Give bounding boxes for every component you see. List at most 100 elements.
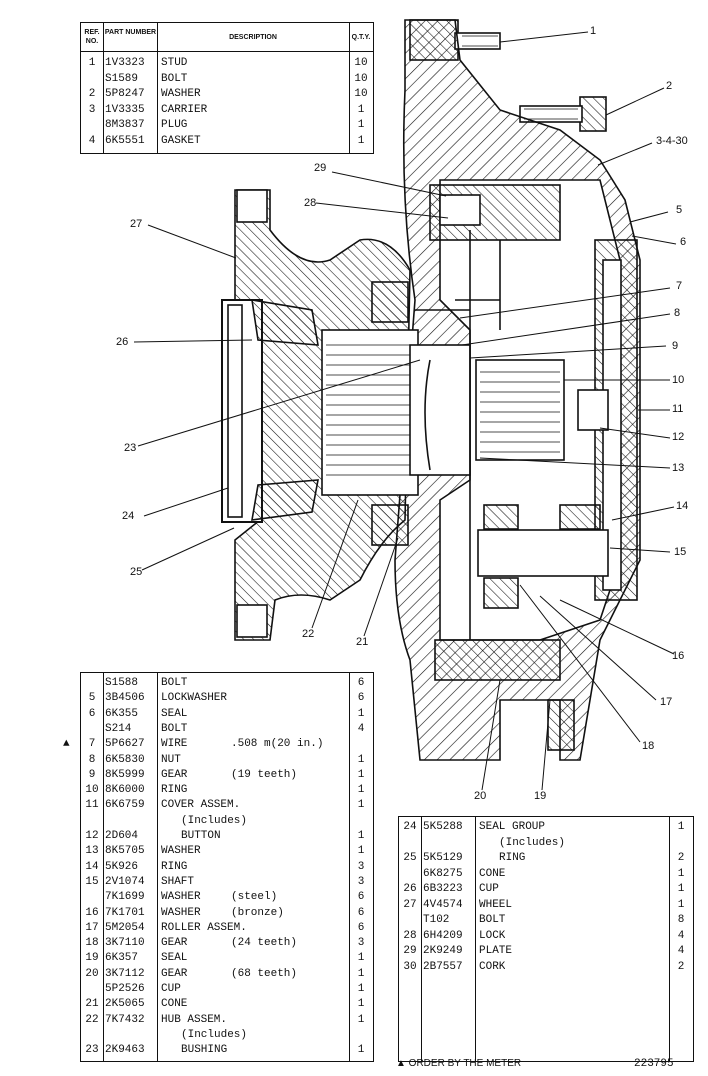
cell-qty: 4 <box>677 929 685 942</box>
cell-desc: WASHER <box>161 88 201 100</box>
cell-desc: WASHER <box>161 891 201 904</box>
cell-qty: 1 <box>677 821 685 833</box>
cell-part: S1589 <box>105 72 139 85</box>
parts-table-top: REF. NO. PART NUMBER DESCRIPTION Q.T.Y. … <box>80 22 374 154</box>
cell-desc: (Includes) <box>181 814 248 827</box>
cell-part: 7K1701 <box>105 906 145 919</box>
callout-19: 19 <box>534 790 547 802</box>
callout-25: 25 <box>130 566 143 578</box>
cell-part: S214 <box>105 722 132 735</box>
cell-part: 5P6627 <box>105 738 145 751</box>
cell-ref: 2 <box>88 88 96 100</box>
header-description: DESCRIPTION <box>229 34 277 41</box>
cell-desc: ROLLER ASSEM. <box>161 921 247 934</box>
cell-qty: 1 <box>677 883 685 895</box>
cell-part: 6K357 <box>105 952 139 965</box>
cell-desc: BOLT <box>479 914 506 926</box>
cell-part: S1588 <box>105 677 139 689</box>
cell-ref: 9 <box>88 768 96 781</box>
cell-qty: 1 <box>357 998 365 1011</box>
callout-28: 28 <box>304 197 317 209</box>
gear-68-teeth <box>434 639 561 681</box>
callout-27: 27 <box>130 218 143 230</box>
cell-qty: 4 <box>677 945 685 957</box>
cell-qty: 6 <box>357 891 365 904</box>
cell-ref: 15 <box>85 875 99 888</box>
callout-14: 14 <box>676 500 689 512</box>
cell-qty: 1 <box>677 867 685 880</box>
callout-1: 1 <box>590 25 597 37</box>
cell-desc: CONE <box>479 867 506 880</box>
table-row: 6K8275 CONE 1 <box>399 867 693 882</box>
cell-qty: 1 <box>357 753 365 766</box>
cell-note: (68 teeth) <box>231 967 298 980</box>
cell-qty: 1 <box>357 830 365 842</box>
cell-part: 3K7112 <box>105 967 145 980</box>
cell-part: 8K5705 <box>105 845 145 858</box>
order-by-meter-mark: ▲ <box>63 738 70 751</box>
cell-ref: 14 <box>85 860 99 873</box>
callout-8: 8 <box>674 307 681 319</box>
table-row: (Includes) <box>399 836 693 851</box>
cell-part: 2K9249 <box>423 945 463 957</box>
cell-note: (bronze) <box>231 906 284 919</box>
planet-shaft <box>477 529 609 577</box>
cell-ref: 23 <box>85 1044 99 1057</box>
callout-22: 22 <box>302 628 315 640</box>
cell-qty: 6 <box>357 921 365 934</box>
cell-part: 6B3223 <box>423 883 463 895</box>
cell-desc: GASKET <box>161 134 201 147</box>
cell-desc: COVER ASSEM. <box>161 799 241 812</box>
cell-qty: 1 <box>357 103 365 116</box>
cell-ref: 13 <box>85 845 99 858</box>
cell-note: .508 m(20 in.) <box>231 738 324 751</box>
callout-23: 23 <box>124 442 137 454</box>
cell-desc: CUP <box>161 983 181 995</box>
cell-qty: 1 <box>357 845 365 858</box>
callout-29: 29 <box>314 162 327 174</box>
callout-3-4-30: 3-4-30 <box>656 135 688 147</box>
callout-13: 13 <box>672 462 685 474</box>
cell-part: 6K8275 <box>423 867 463 880</box>
cell-desc: RING <box>161 784 188 797</box>
callout-10: 10 <box>672 374 685 386</box>
cell-part: 2K5065 <box>105 998 145 1011</box>
cell-ref: 11 <box>85 799 99 812</box>
cell-desc: BUSHING <box>181 1044 228 1057</box>
cell-ref: 29 <box>403 945 417 957</box>
cell-part: 5K5129 <box>423 852 463 864</box>
cell-part: 7K1699 <box>105 891 145 904</box>
cell-qty: 8 <box>677 914 685 926</box>
callout-17: 17 <box>660 696 673 708</box>
cell-ref: 25 <box>403 852 417 864</box>
cell-part: 7K7432 <box>105 1013 145 1026</box>
cell-ref: 12 <box>85 830 99 842</box>
header-ref-no: REF. NO. <box>84 29 100 45</box>
bearing-bottom <box>371 504 409 546</box>
cell-desc: (Includes) <box>499 836 566 849</box>
cell-desc: SEAL <box>161 707 188 720</box>
callout-11: 11 <box>672 403 684 415</box>
cell-part: 6K6759 <box>105 799 145 812</box>
cell-ref: 8 <box>88 753 96 766</box>
cell-qty: 6 <box>357 906 365 919</box>
